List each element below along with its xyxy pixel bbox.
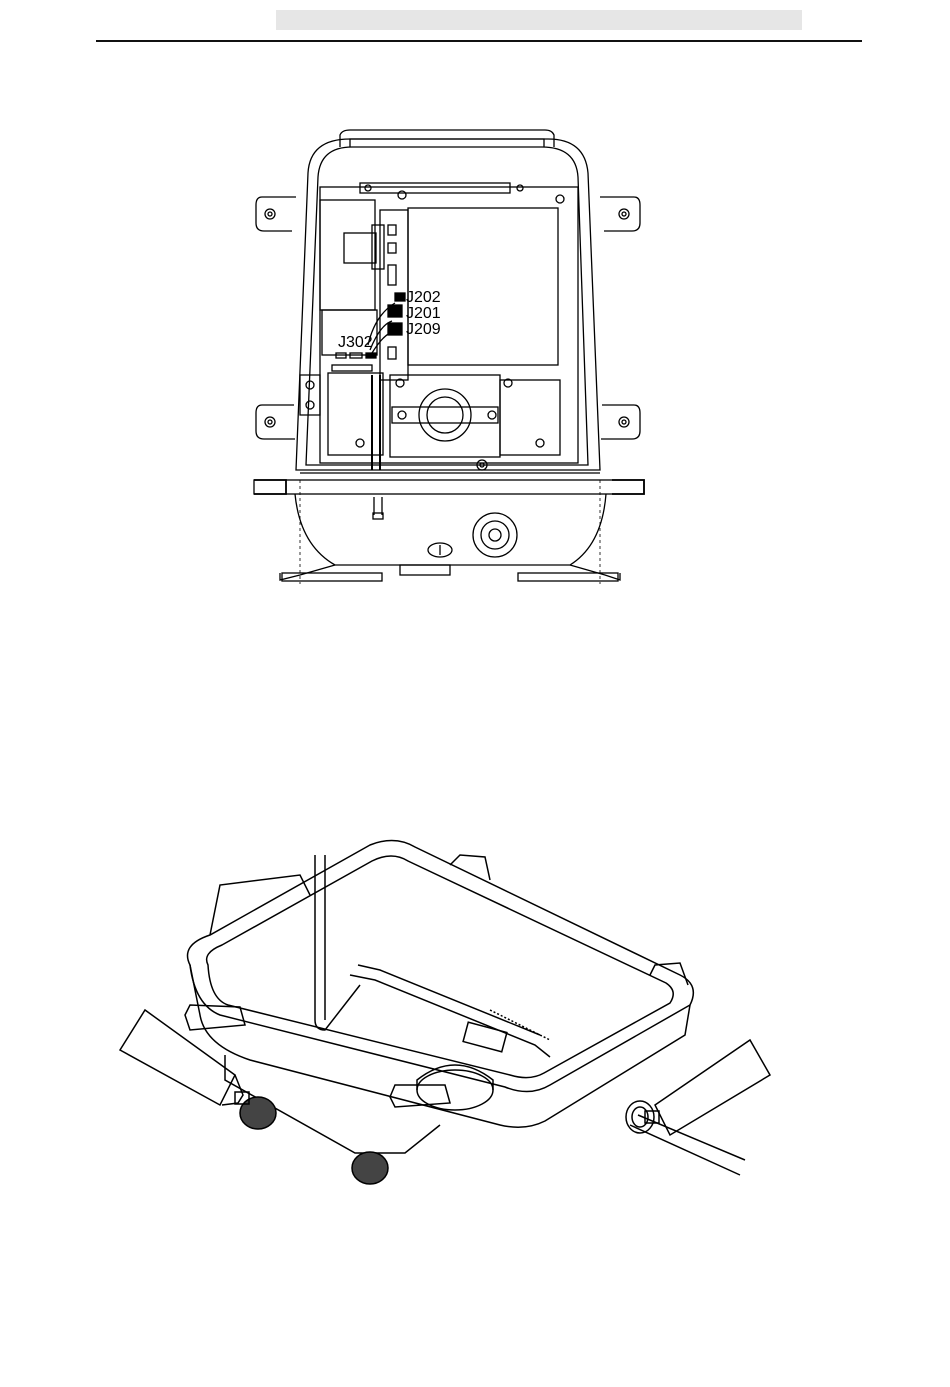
internal-bar: [350, 975, 550, 1057]
enclosure-front-view-figure: J202 J201 J209 J302: [240, 125, 660, 585]
cable-gland: [473, 513, 517, 557]
main-pcb: [408, 208, 558, 365]
connector-label-j202: J202: [406, 289, 441, 306]
enclosure-rim-inner: [207, 856, 674, 1078]
enclosure-rim-outer: [188, 840, 694, 1091]
hex-key-tool: [315, 855, 360, 1030]
cable-entry-left: [240, 1097, 276, 1129]
clamp-bracket: [463, 1022, 507, 1052]
base-body: [295, 494, 606, 565]
cable-entry-front: [352, 1152, 388, 1184]
sealant-tube-left: [120, 1010, 235, 1105]
mounting-ear-left: [185, 1005, 245, 1030]
chassis-plate: [320, 187, 578, 463]
enclosure-sealing-isometric-figure: [110, 835, 800, 1210]
base-flange: [254, 480, 644, 494]
left-module: [320, 200, 375, 310]
sealant-tube-right: [655, 1040, 770, 1135]
header-rule: [96, 40, 862, 42]
mounting-ear-left-upper: [256, 197, 296, 231]
terminal-cap: [417, 1070, 493, 1110]
header-bar: [276, 10, 802, 30]
connector-label-j302: J302: [338, 334, 373, 351]
mounting-ear-right-upper: [600, 197, 640, 231]
cable-gland-right: [626, 1101, 654, 1133]
base-foot-left: [282, 573, 382, 581]
connector-label-j209: J209: [406, 321, 441, 338]
connector-label-j201: J201: [406, 305, 441, 322]
mounting-ear-right-lower: [601, 405, 640, 439]
enclosure-outer-wall: [296, 139, 600, 470]
